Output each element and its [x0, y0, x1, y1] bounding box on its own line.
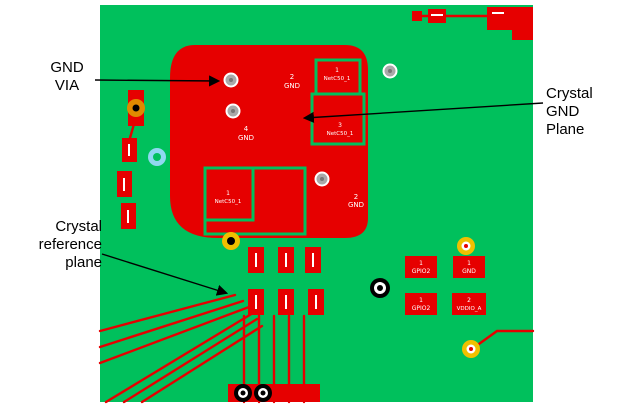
crystal-pad-labels: 2 GND 1 NetC50_1 4 GND 3 NetC50_1 1 NetC… — [215, 67, 364, 209]
svg-text:1: 1 — [335, 67, 339, 74]
label-line: reference — [38, 236, 102, 253]
svg-text:1: 1 — [226, 190, 230, 197]
orange-via — [127, 99, 145, 117]
label-line: Plane — [546, 121, 585, 138]
svg-text:1: 1 — [467, 260, 471, 267]
svg-text:NetC50_1: NetC50_1 — [215, 199, 242, 205]
crystal-gnd-plane-arrow — [302, 102, 544, 124]
blue-via — [148, 148, 166, 166]
crystal-reference-plane-arrow — [101, 253, 229, 296]
annotation-arrows — [94, 75, 544, 296]
svg-text:1: 1 — [419, 260, 423, 267]
label-line: Crystal — [55, 218, 102, 235]
gnd-via-label: GND VIA — [35, 59, 99, 95]
svg-text:GPIO2: GPIO2 — [412, 268, 431, 275]
mounting-hole — [254, 384, 272, 402]
label-line: VIA — [54, 77, 80, 94]
label-line: GND — [50, 59, 84, 76]
label-line: Crystal — [546, 85, 593, 102]
label-line: GND — [546, 103, 580, 120]
crystal-reference-plane-label: Crystal reference plane — [12, 218, 102, 272]
mounting-hole — [234, 384, 252, 402]
svg-text:GND: GND — [238, 134, 254, 142]
svg-text:2: 2 — [467, 297, 471, 304]
svg-text:3: 3 — [338, 122, 342, 129]
crystal-gnd-plane-label: Crystal GND Plane — [546, 85, 618, 139]
svg-text:GND: GND — [348, 201, 364, 209]
svg-text:4: 4 — [244, 125, 249, 133]
label-line: plane — [65, 254, 102, 271]
yellow-via — [222, 232, 240, 250]
io-pad-labels: 1 GPIO2 1 GPIO2 1 GND 2 VDDIO_A — [412, 260, 482, 312]
yellow-via — [462, 340, 480, 358]
svg-text:2: 2 — [354, 193, 358, 201]
copper-pads — [117, 7, 533, 402]
gnd-via — [225, 103, 241, 119]
svg-text:NetC50_1: NetC50_1 — [327, 131, 354, 137]
gnd-via — [223, 72, 239, 88]
pad-text-marks — [123, 12, 504, 309]
yellow-via — [457, 237, 475, 255]
svg-text:VDDIO_A: VDDIO_A — [457, 306, 482, 312]
svg-text:GND: GND — [284, 82, 300, 90]
svg-text:2: 2 — [290, 73, 294, 81]
gnd-via — [314, 171, 330, 187]
svg-text:1: 1 — [419, 297, 423, 304]
svg-text:GND: GND — [462, 268, 476, 275]
traces — [98, 14, 535, 404]
gnd-via — [382, 63, 398, 79]
svg-text:GPIO2: GPIO2 — [412, 305, 431, 312]
svg-text:NetC50_1: NetC50_1 — [324, 76, 351, 82]
gnd-via-arrow — [94, 75, 221, 87]
mounting-hole — [370, 278, 390, 298]
